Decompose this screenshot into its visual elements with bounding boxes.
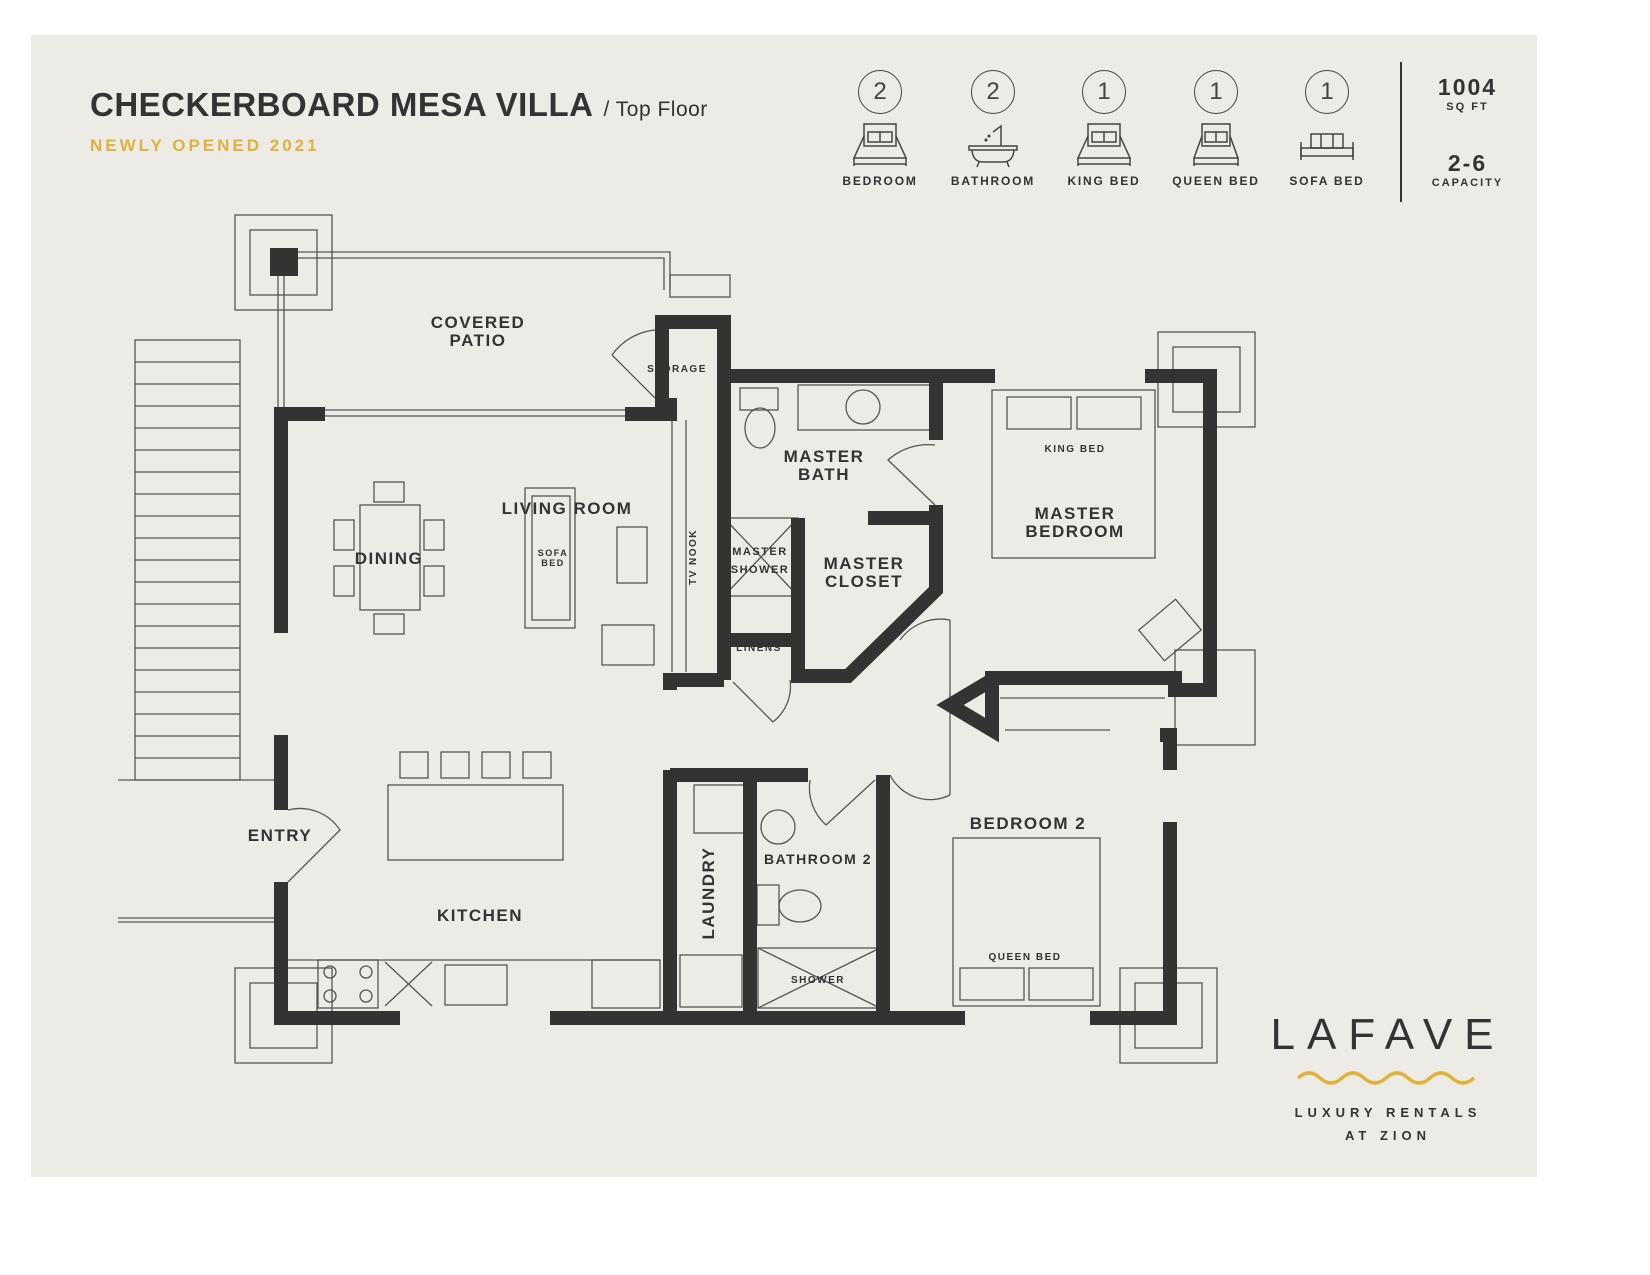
- page-title: CHECKERBOARD MESA VILLA / Top Floor: [90, 86, 708, 124]
- bed-icon: [1076, 123, 1132, 166]
- capacity-value: 2-6: [1447, 150, 1488, 176]
- stat-count: 1: [1305, 70, 1349, 114]
- room-labels: COVERED PATIO STORAGE LIVING ROOM DINING…: [248, 313, 1124, 986]
- logo-tagline: LUXURY RENTALS: [1294, 1105, 1482, 1120]
- label-master-bath: MASTER: [784, 447, 865, 466]
- stat-label: KING BED: [1067, 174, 1141, 188]
- label-master-bedroom: MASTER: [1035, 504, 1116, 523]
- label-bathroom-2: BATHROOM 2: [764, 851, 872, 867]
- bed-icon: [1192, 123, 1240, 166]
- sofa-icon: [1300, 133, 1354, 160]
- villa-name: CHECKERBOARD MESA VILLA: [90, 86, 594, 123]
- label-master-shower: SHOWER: [731, 564, 790, 576]
- stat-bathroom: 2 BATHROOM: [938, 70, 1048, 188]
- stats-divider: [1400, 62, 1402, 202]
- thin-lines: [118, 214, 1256, 1064]
- label-queen-bed: QUEEN BED: [989, 952, 1062, 963]
- label-linens: LINENS: [736, 643, 782, 654]
- stat-queen-bed: 1 QUEEN BED: [1161, 70, 1271, 188]
- label-sofa-bed: BED: [541, 558, 565, 568]
- label-dining: DINING: [355, 549, 424, 568]
- stat-label: SOFA BED: [1289, 174, 1365, 188]
- walls: [270, 248, 1217, 1025]
- label-master-shower: MASTER: [732, 546, 787, 558]
- logo-wave: [1296, 1071, 1476, 1085]
- label-shower: SHOWER: [791, 975, 845, 986]
- label-kitchen: KITCHEN: [437, 906, 523, 925]
- label-storage: STORAGE: [647, 364, 707, 375]
- floor-subtitle: / Top Floor: [603, 98, 708, 121]
- label-master-bedroom: BEDROOM: [1025, 522, 1124, 541]
- area-unit: SQ FT: [1446, 101, 1489, 113]
- bathtub-icon: [968, 124, 1018, 168]
- stat-count: 1: [1082, 70, 1126, 114]
- label-king-bed: KING BED: [1045, 444, 1106, 455]
- label-master-closet: MASTER: [824, 554, 905, 573]
- lafave-logo: LAFAVE LUXURY RENTALS AT ZION: [1268, 1010, 1508, 1146]
- label-laundry: LAUNDRY: [699, 847, 718, 940]
- logo-tagline: AT ZION: [1344, 1128, 1432, 1143]
- label-covered-patio: PATIO: [450, 331, 507, 350]
- stat-count: 2: [971, 70, 1015, 114]
- bed-icon: [852, 123, 908, 166]
- stat-sofa-bed: 1 SOFA BED: [1272, 70, 1382, 188]
- capacity-unit: CAPACITY: [1431, 177, 1504, 189]
- label-covered-patio: COVERED: [431, 313, 526, 332]
- label-entry: ENTRY: [248, 826, 313, 845]
- label-master-closet: CLOSET: [825, 572, 903, 591]
- label-master-bath: BATH: [798, 465, 850, 484]
- stat-count: 2: [858, 70, 902, 114]
- area-value: 1004: [1437, 74, 1498, 100]
- stat-label: BATHROOM: [950, 174, 1036, 188]
- label-living-room: LIVING ROOM: [502, 499, 633, 518]
- label-tv-nook: TV NOOK: [688, 529, 699, 585]
- stat-label: QUEEN BED: [1172, 174, 1260, 188]
- label-sofa-bed: SOFA: [538, 548, 569, 558]
- stat-label: BEDROOM: [842, 174, 918, 188]
- stat-king-bed: 1 KING BED: [1049, 70, 1159, 188]
- label-bedroom-2: BEDROOM 2: [970, 814, 1086, 833]
- stat-bedroom: 2 BEDROOM: [825, 70, 935, 188]
- stat-count: 1: [1194, 70, 1238, 114]
- tagline: NEWLY OPENED 2021: [90, 136, 320, 155]
- logo-name: LAFAVE: [1270, 1010, 1506, 1059]
